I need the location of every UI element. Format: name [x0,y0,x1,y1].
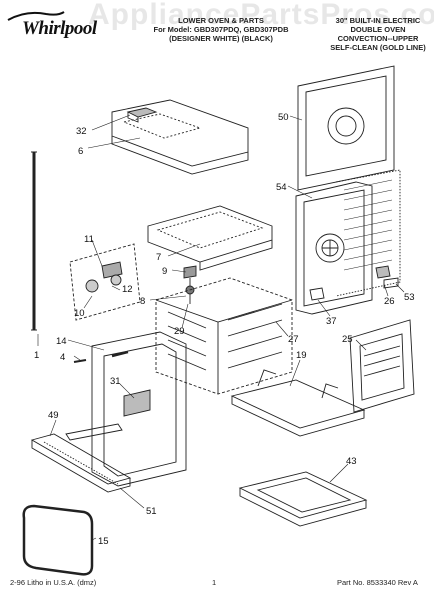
callout-27: 27 [288,334,299,345]
callout-49: 49 [48,410,59,421]
description-line-2: DOUBLE OVEN [350,25,406,34]
vent-trim-part [30,423,132,493]
title-line-1: LOWER OVEN & PARTS [178,16,264,25]
callout-50: 50 [278,112,289,123]
callout-numbers: 32 6 50 54 11 7 9 8 12 10 26 53 29 37 14… [34,112,415,547]
callout-37: 37 [326,316,337,327]
brand-name: Whirlpool [22,18,97,39]
callout-53: 53 [404,292,415,303]
callout-15: 15 [98,536,109,547]
callout-7: 7 [156,252,161,263]
callout-10: 10 [74,308,85,319]
product-description: 30" BUILT-IN ELECTRIC DOUBLE OVEN CONVEC… [326,16,430,52]
callout-1: 1 [34,350,39,361]
title-line-3: (DESIGNER WHITE) (BLACK) [169,34,273,43]
brand-swoosh-icon [7,11,65,21]
top-panel-part [111,99,249,175]
callout-9: 9 [162,266,167,277]
callout-11: 11 [84,234,94,245]
oven-cavity-part [155,277,293,395]
callout-4: 4 [60,352,65,363]
description-line-3: CONVECTION--UPPER [337,34,419,43]
callout-25: 25 [342,334,353,345]
footer-litho: 2-96 Litho in U.S.A. (dmz) [10,578,97,587]
footer-page-number: 1 [212,578,217,587]
callout-19: 19 [296,350,307,361]
callout-14: 14 [56,336,67,347]
callout-31: 31 [110,376,121,387]
convection-panel-part [295,169,401,315]
callout-43: 43 [346,456,357,467]
bottom-panel-part [230,369,366,437]
description-line-1: 30" BUILT-IN ELECTRIC [335,16,421,25]
rod-part-1 [31,151,37,331]
rear-panel-part [297,65,395,191]
screw-part-4 [73,359,87,363]
diagram-title: LOWER OVEN & PARTS For Model: GBD307PDQ,… [146,16,296,43]
switch-group-11 [69,243,141,321]
description-line-4: SELF-CLEAN (GOLD LINE) [330,43,426,52]
callout-29: 29 [174,326,185,337]
callout-54: 54 [276,182,287,193]
footer-part-number: Part No. 8533340 Rev A [337,578,418,587]
callout-26: 26 [384,296,395,307]
callout-6: 6 [78,146,83,157]
callout-8: 8 [140,296,145,307]
heater-cover-part [147,205,273,271]
drawer-panel-part [238,471,368,527]
callout-51: 51 [146,506,157,517]
bracket-part-37 [309,287,325,301]
callout-32: 32 [76,126,87,137]
door-frame-part [91,331,187,487]
watermark: AppliancePartsPros.com [88,0,434,31]
callout-12: 12 [122,284,133,295]
door-gasket-part [22,504,94,576]
title-line-2: For Model: GBD307PDQ, GBD307PDB [153,25,289,34]
callout-leaders [37,114,405,541]
side-panel-part-25 [349,319,415,413]
